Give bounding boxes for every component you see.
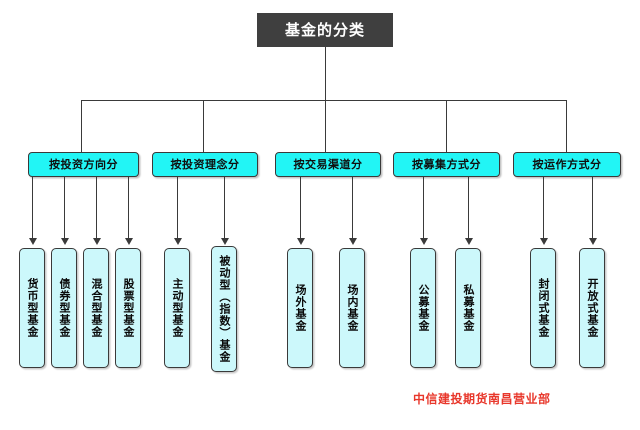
leaf-label-3: 股票型基金 (122, 278, 136, 338)
connector-arrow-line-1 (64, 177, 65, 240)
leaf-node-open-end-fund: 开放式基金 (579, 248, 605, 368)
category-node-by-investment-direction: 按投资方向分 (28, 152, 139, 177)
connector-drop-cat-1 (203, 100, 204, 152)
connector-arrow-head-3 (125, 238, 133, 245)
leaf-node-money-market-fund: 货币型基金 (19, 248, 45, 368)
leaf-node-closed-end-fund: 封闭式基金 (530, 248, 556, 368)
connector-arrow-line-6 (300, 177, 301, 240)
connector-arrow-head-11 (589, 238, 597, 245)
leaf-node-exchange-traded-fund: 场内基金 (339, 248, 365, 368)
leaf-label-2: 混合型基金 (90, 278, 104, 338)
connector-drop-cat-4 (566, 100, 567, 152)
connector-drop-cat-3 (446, 100, 447, 152)
connector-arrow-head-7 (349, 238, 357, 245)
category-label-2: 按交易渠道分 (293, 158, 363, 171)
leaf-label-11: 开放式基金 (586, 278, 600, 338)
category-label-3: 按募集方式分 (412, 158, 481, 171)
connector-drop-cat-2 (325, 100, 326, 152)
leaf-node-bond-fund: 债券型基金 (51, 248, 77, 368)
category-label-0: 按投资方向分 (49, 158, 118, 171)
leaf-node-passive-index-fund: 被动型（指数）基金 (211, 246, 237, 372)
connector-arrow-line-10 (543, 177, 544, 240)
leaf-label-6: 场外基金 (294, 284, 308, 332)
leaf-node-equity-fund: 股票型基金 (115, 248, 141, 368)
watermark-text: 中信建投期货南昌营业部 (413, 392, 551, 406)
root-node-fund-classification: 基金的分类 (257, 13, 393, 47)
root-node-label: 基金的分类 (284, 20, 365, 39)
connector-arrow-head-0 (29, 238, 37, 245)
connector-arrow-line-0 (32, 177, 33, 240)
category-label-4: 按运作方式分 (532, 158, 602, 171)
connector-arrow-line-4 (177, 177, 178, 240)
leaf-node-hybrid-fund: 混合型基金 (83, 248, 109, 368)
leaf-node-active-fund: 主动型基金 (164, 248, 190, 368)
leaf-node-public-offering-fund: 公募基金 (410, 248, 436, 368)
connector-arrow-head-5 (221, 238, 229, 245)
connector-root-stem (325, 47, 326, 100)
leaf-node-private-placement-fund: 私募基金 (455, 248, 481, 368)
connector-arrow-head-6 (297, 238, 305, 245)
leaf-node-otc-fund: 场外基金 (287, 248, 313, 368)
leaf-label-8: 公募基金 (417, 284, 431, 332)
leaf-label-9: 私募基金 (462, 284, 476, 332)
connector-arrow-head-1 (61, 238, 69, 245)
connector-arrow-line-11 (592, 177, 593, 240)
connector-arrow-line-5 (224, 177, 225, 240)
connector-arrow-line-8 (423, 177, 424, 240)
connector-arrow-line-2 (96, 177, 97, 240)
category-label-1: 按投资理念分 (170, 158, 240, 171)
connector-arrow-head-4 (174, 238, 182, 245)
category-node-by-investment-philosophy: 按投资理念分 (152, 152, 258, 177)
leaf-label-7: 场内基金 (346, 284, 360, 332)
connector-drop-cat-0 (81, 100, 82, 152)
category-node-by-trading-channel: 按交易渠道分 (275, 152, 381, 177)
leaf-label-1: 债券型基金 (58, 278, 72, 338)
connector-arrow-head-8 (420, 238, 428, 245)
connector-arrow-head-2 (93, 238, 101, 245)
leaf-label-0: 货币型基金 (26, 278, 40, 338)
category-node-by-fundraising-method: 按募集方式分 (393, 152, 500, 177)
leaf-label-10: 封闭式基金 (537, 278, 551, 338)
connector-arrow-line-3 (128, 177, 129, 240)
connector-bus (81, 100, 566, 101)
connector-arrow-head-10 (540, 238, 548, 245)
leaf-label-5: 被动型（指数）基金 (218, 255, 232, 363)
leaf-label-4: 主动型基金 (171, 278, 185, 338)
connector-arrow-line-7 (352, 177, 353, 240)
connector-arrow-line-9 (468, 177, 469, 240)
connector-arrow-head-9 (465, 238, 473, 245)
category-node-by-operation-method: 按运作方式分 (513, 152, 621, 177)
